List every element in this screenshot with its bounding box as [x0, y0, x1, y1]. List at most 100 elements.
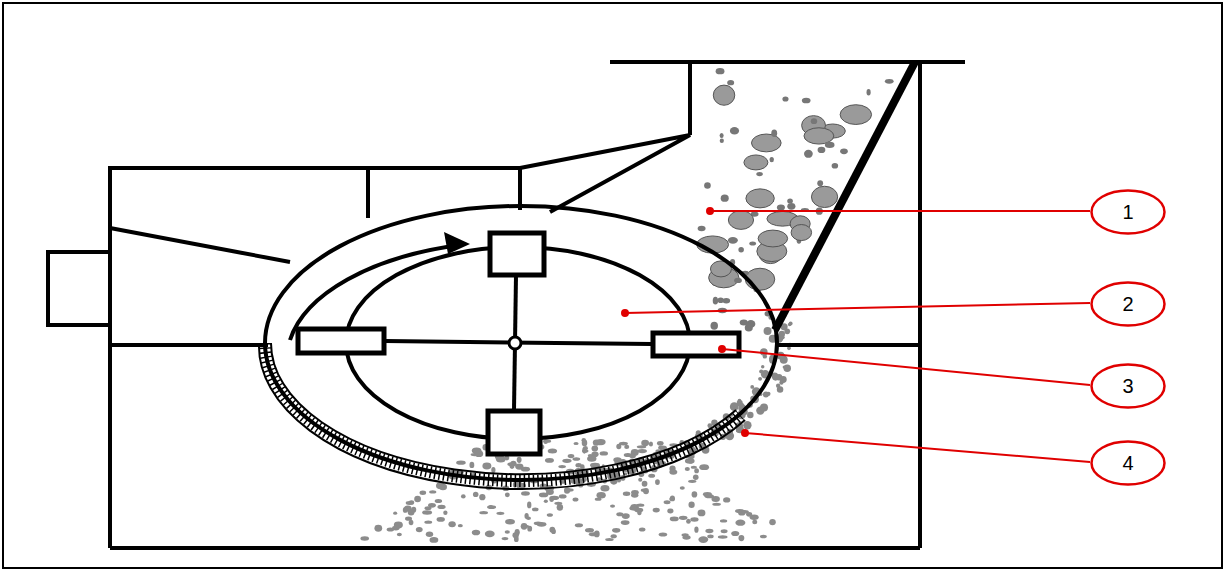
grain	[629, 506, 637, 510]
grain	[575, 463, 581, 468]
grain	[789, 321, 793, 325]
grain	[776, 383, 780, 387]
grain	[416, 527, 423, 532]
grain	[527, 502, 531, 509]
stone	[811, 186, 837, 207]
callout-ellipse	[1092, 365, 1165, 408]
grain	[502, 537, 509, 540]
grain	[521, 523, 528, 530]
stone	[749, 241, 756, 245]
grain	[575, 523, 583, 527]
callout-circle: 4	[1090, 440, 1166, 486]
stone	[802, 98, 811, 104]
grain	[705, 529, 713, 533]
stone	[713, 297, 718, 305]
grain	[752, 520, 757, 525]
grain	[548, 448, 557, 453]
stone	[811, 118, 817, 124]
stone	[728, 211, 753, 230]
grain	[403, 507, 408, 513]
grain	[596, 492, 605, 498]
stone	[782, 96, 788, 101]
grain	[639, 527, 646, 531]
grain	[487, 505, 496, 509]
stone	[720, 133, 724, 138]
grain	[394, 521, 403, 528]
grain	[547, 513, 553, 516]
grain	[543, 439, 548, 444]
grain	[544, 500, 548, 503]
grain	[524, 513, 528, 519]
stone	[728, 237, 738, 244]
grain	[698, 536, 708, 543]
grain	[573, 442, 578, 445]
stone	[720, 138, 724, 143]
grain	[692, 491, 698, 497]
grain	[780, 335, 785, 340]
grain	[414, 496, 421, 502]
grain	[631, 493, 638, 498]
grain	[653, 508, 660, 513]
grain	[641, 488, 647, 491]
grain	[443, 511, 447, 515]
grain	[600, 485, 609, 492]
grain	[549, 496, 554, 502]
grain	[568, 454, 575, 458]
stone	[885, 79, 894, 84]
grain	[636, 503, 644, 506]
grain	[562, 459, 571, 463]
grain	[610, 504, 615, 507]
stone	[804, 150, 813, 158]
screen-hatch	[265, 343, 740, 481]
stone	[713, 85, 734, 105]
grain	[557, 504, 563, 511]
grain	[641, 440, 649, 446]
grain	[669, 497, 675, 501]
stone	[791, 225, 812, 241]
stone	[787, 198, 793, 203]
grain	[669, 466, 675, 473]
callout-circle: 3	[1090, 363, 1166, 409]
grain	[624, 445, 629, 449]
grain	[397, 533, 402, 537]
stone	[744, 155, 768, 170]
grain	[718, 535, 728, 538]
stone	[727, 80, 734, 85]
grain	[736, 429, 739, 432]
grain	[721, 529, 728, 533]
grain	[583, 446, 588, 450]
stone	[747, 323, 753, 328]
stone	[710, 322, 717, 330]
grain	[611, 534, 617, 538]
grain	[605, 538, 613, 541]
grain	[437, 517, 445, 522]
grain	[688, 480, 696, 483]
stone	[738, 247, 744, 253]
grain	[686, 519, 691, 524]
grain	[690, 517, 698, 521]
grain	[521, 491, 530, 496]
grain	[527, 526, 532, 532]
grain	[505, 530, 510, 534]
stone	[770, 157, 774, 162]
stone	[756, 172, 763, 176]
grain	[409, 520, 414, 525]
grain	[649, 441, 653, 446]
grain	[685, 467, 690, 471]
grain	[585, 528, 594, 532]
grain	[521, 467, 530, 472]
grain	[448, 521, 455, 527]
grain	[420, 491, 427, 495]
grain	[720, 519, 727, 522]
grain	[473, 492, 479, 497]
grain	[572, 457, 580, 461]
grain	[688, 502, 694, 508]
grain	[554, 502, 562, 505]
grain	[648, 474, 655, 478]
stone	[698, 226, 706, 232]
stone	[840, 105, 871, 125]
grain	[638, 478, 642, 482]
stone	[818, 147, 826, 153]
grain	[670, 495, 675, 501]
